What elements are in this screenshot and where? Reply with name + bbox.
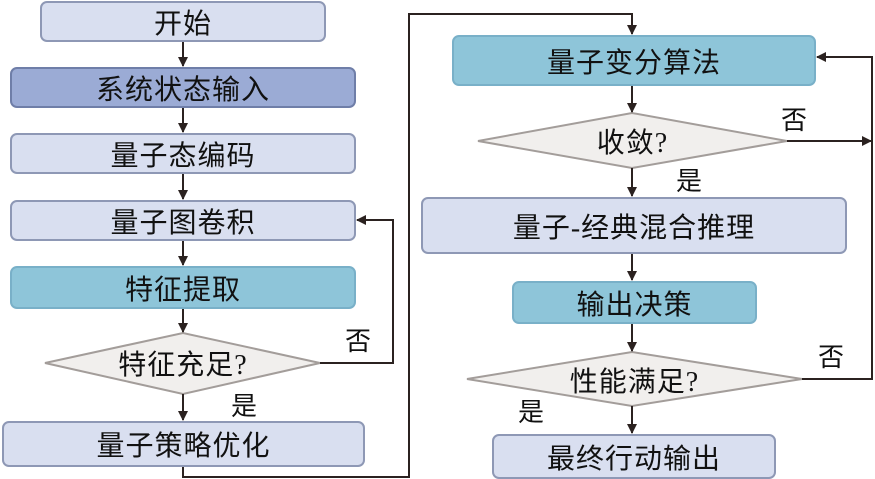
decision-converge-label: 收敛? [596,128,669,159]
edge-policy-vqa [182,13,637,478]
node-start: 开始 [40,1,326,42]
node-hybrid-inference: 量子-经典混合推理 [421,197,847,254]
node-system-state-input: 系统状态输入 [10,67,356,108]
node-final-action-output: 最终行动输出 [492,434,776,479]
node-feature-extraction: 特征提取 [10,266,356,309]
edge-label-performance-yes: 是 [518,398,545,427]
node-output-decision: 输出决策 [512,281,757,324]
edge-label-performance-no: 否 [818,343,845,372]
decision-performance-label: 性能满足? [569,367,700,398]
edge-feat-no-loop [320,215,394,364]
node-quantum-graph-convolution: 量子图卷积 [10,200,356,241]
node-quantum-policy-optimization: 量子策略优化 [2,421,365,467]
decision-feature-sufficient-label: 特征充足? [118,350,248,381]
edge-label-converge-no: 否 [781,106,808,135]
edge-label-feature-yes: 是 [231,392,258,421]
edge-label-feature-no: 否 [345,327,372,356]
node-quantum-variational-algorithm: 量子变分算法 [452,35,816,86]
node-quantum-state-encoding: 量子态编码 [10,133,356,174]
edge-label-converge-yes: 是 [676,167,703,196]
edge-perf-no-loop [802,52,873,380]
